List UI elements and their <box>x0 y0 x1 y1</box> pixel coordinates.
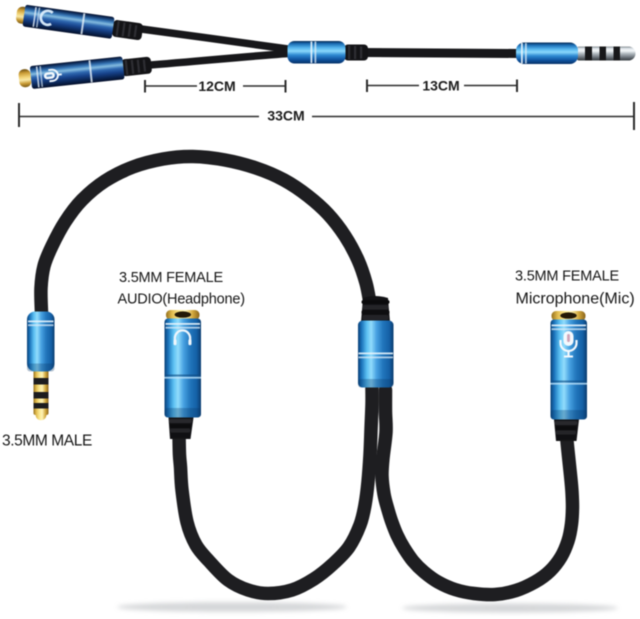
svg-text:3.5MM MALE: 3.5MM MALE <box>2 433 92 450</box>
svg-text:Microphone(Mic): Microphone(Mic) <box>516 291 635 308</box>
svg-text:AUDIO(Headphone): AUDIO(Headphone) <box>118 292 245 308</box>
svg-text:3.5MM FEMALE: 3.5MM FEMALE <box>515 269 619 285</box>
svg-text:12CM: 12CM <box>198 78 235 94</box>
svg-text:3.5MM FEMALE: 3.5MM FEMALE <box>119 270 223 286</box>
svg-text:13CM: 13CM <box>422 78 459 94</box>
svg-text:33CM: 33CM <box>267 108 304 124</box>
